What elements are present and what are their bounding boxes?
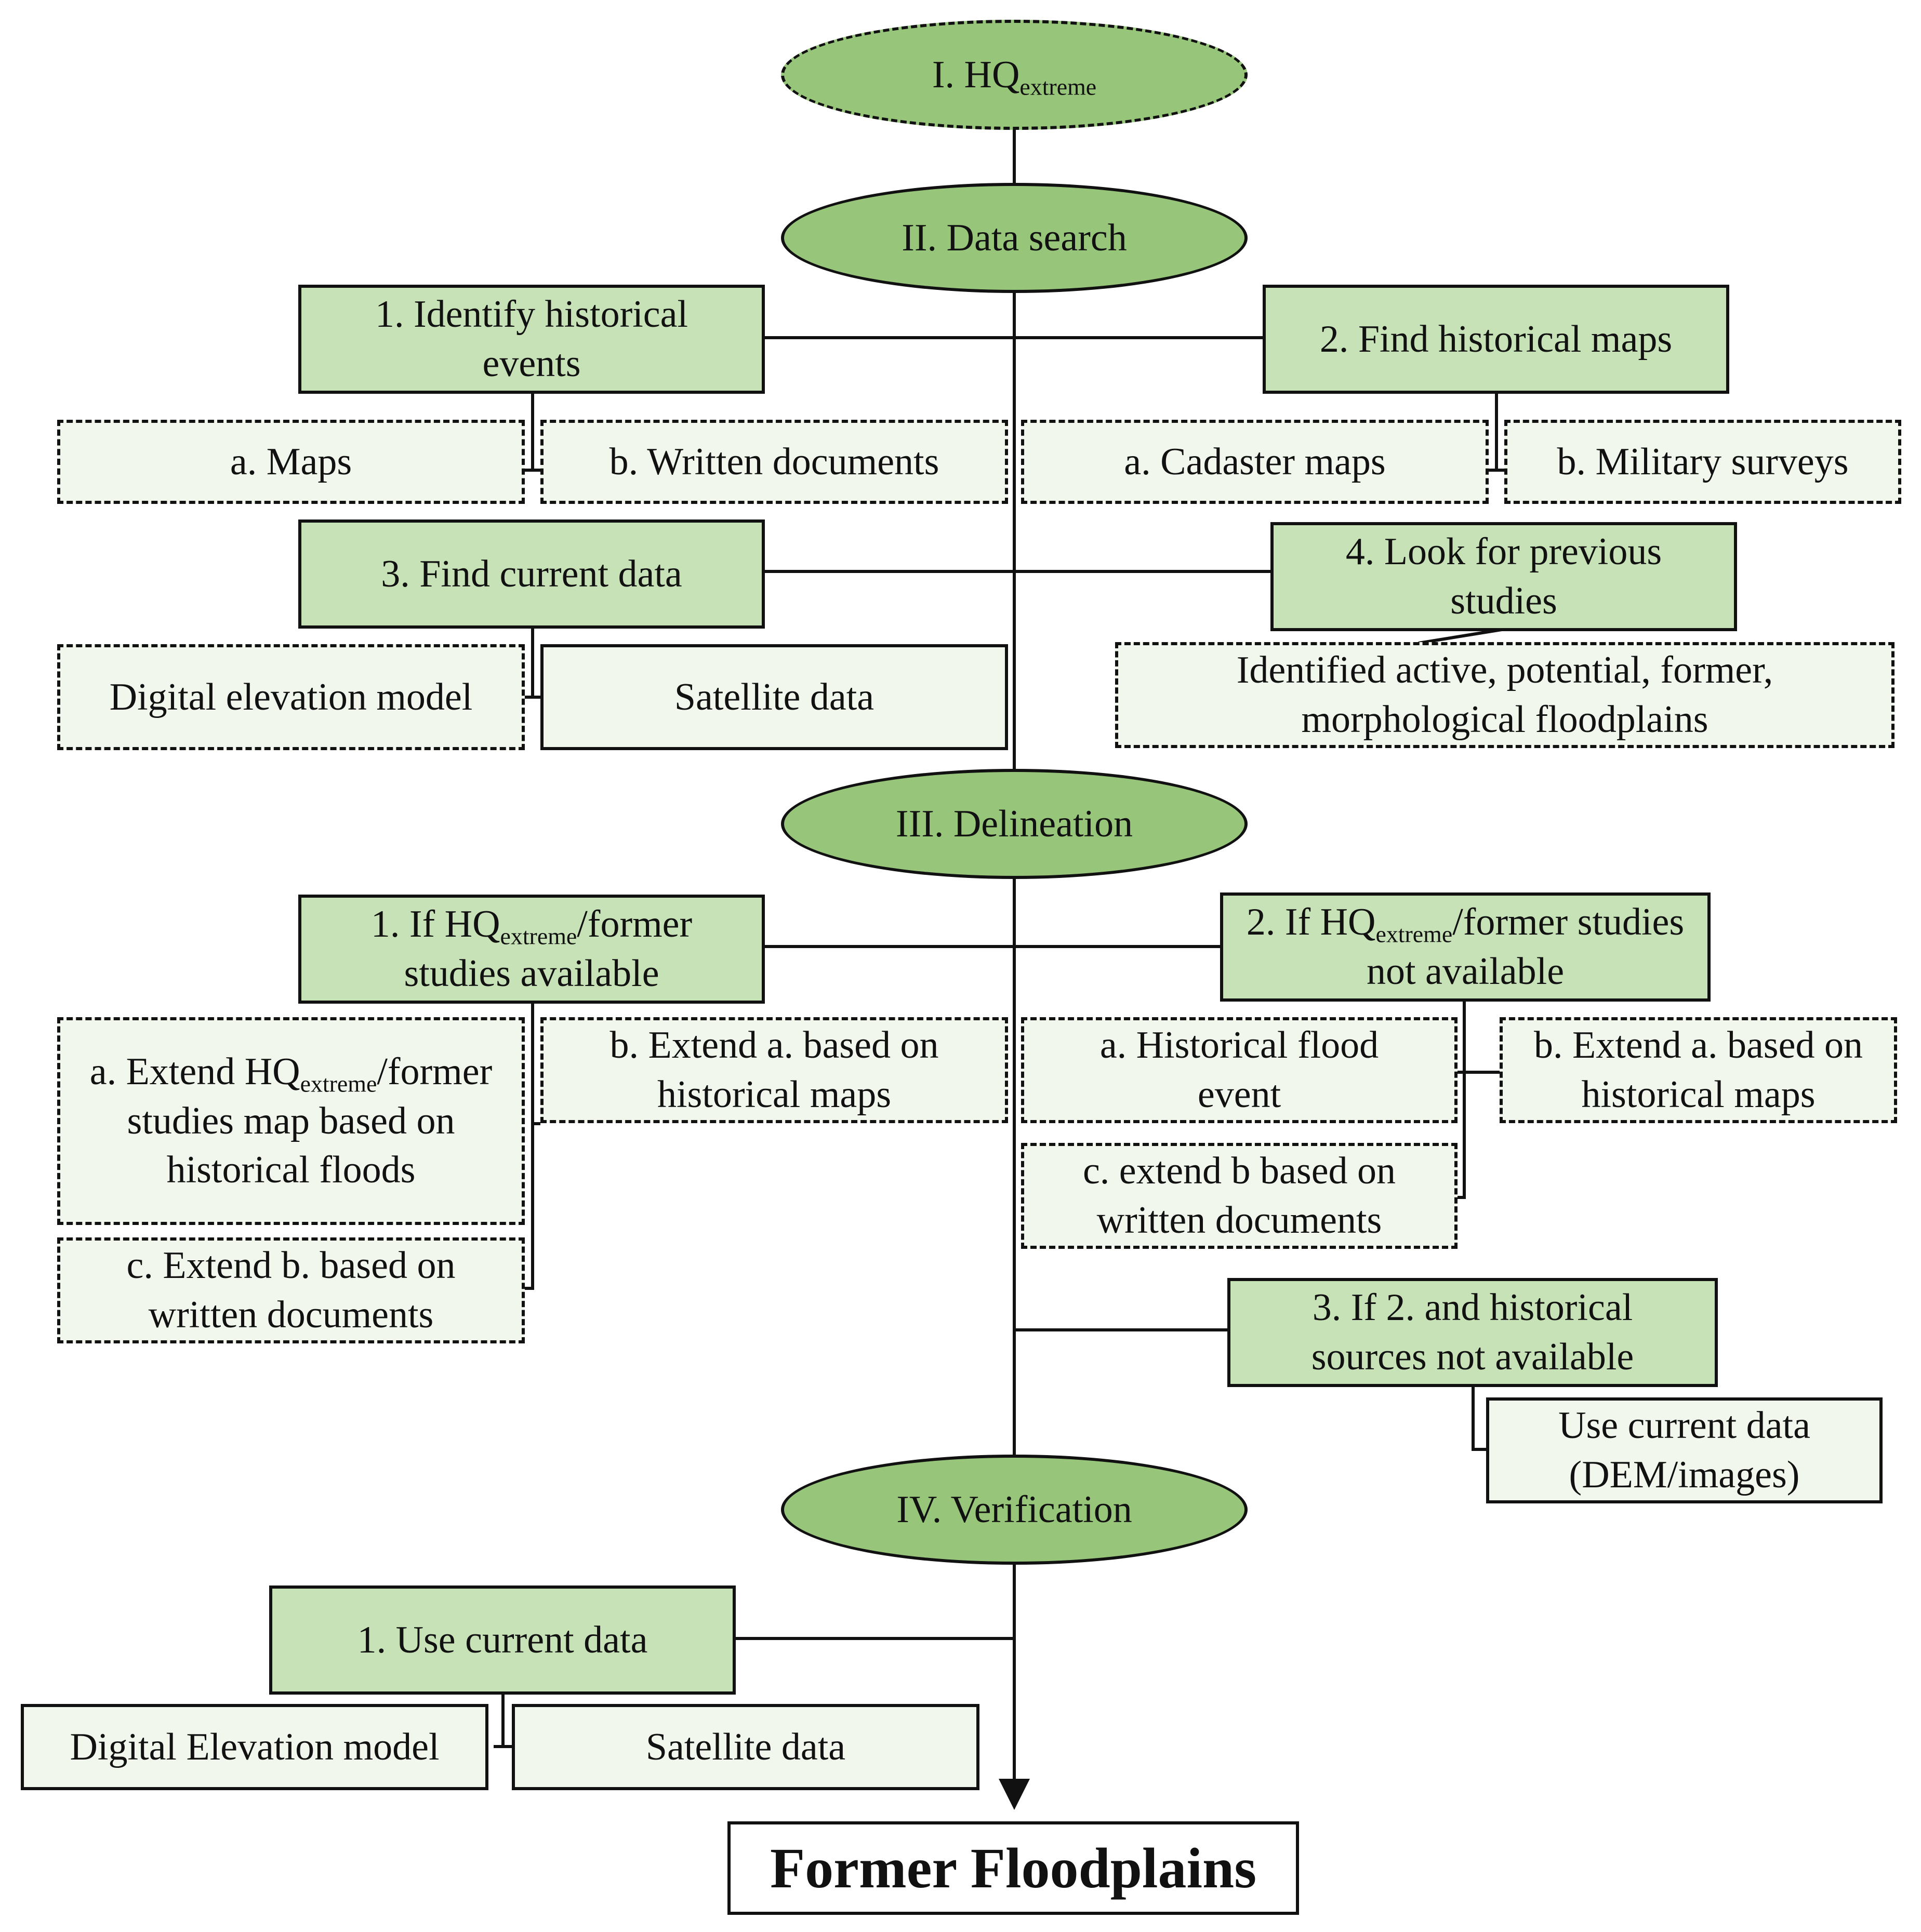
step-if-hq-available: 1. If HQextreme/former studies available (298, 895, 765, 1004)
result-former-floodplains: Former Floodplains (727, 1821, 1299, 1915)
detail-extend-b-written-documents: c. Extend b. based on written documents (57, 1237, 525, 1343)
connector-events-sub (525, 392, 540, 472)
step-use-current-data: 1. Use current data (269, 1585, 736, 1695)
detail-satellite-data: Satellite data (540, 644, 1008, 750)
step-if-hq-not-available: 2. If HQextreme/former studies not avail… (1220, 892, 1711, 1002)
detail-extend-a-historical-maps: b. Extend a. based on historical maps (540, 1017, 1008, 1123)
connector-current-sub (525, 627, 540, 699)
detail-extend-hq-map: a. Extend HQextreme/former studies map b… (57, 1017, 525, 1225)
step-if-hq-available-sub: extreme (500, 923, 577, 950)
step-if-hq-available-post: /former studies available (404, 903, 693, 995)
step-if-hq-not-available-sub: extreme (1375, 921, 1453, 948)
connector-verify-sub (494, 1694, 512, 1748)
stage-hq-extreme-prefix: I. HQ (932, 53, 1020, 96)
detail-extend-hq-map-sub: extreme (300, 1070, 377, 1097)
step-find-historical-maps: 2. Find historical maps (1263, 285, 1729, 394)
detail-digital-elevation-model: Digital elevation model (57, 644, 525, 750)
step-if-hq-not-available-pre: 2. If HQ (1246, 901, 1376, 944)
step-look-for-previous-studies: 4. Look for previous studies (1270, 522, 1737, 631)
step-find-current-data: 3. Find current data (298, 519, 765, 629)
stage-verification: IV. Verification (781, 1455, 1248, 1565)
detail-historical-flood-event: a. Historical flood event (1021, 1017, 1458, 1123)
detail-verify-digital-elevation-model: Digital Elevation model (21, 1704, 488, 1790)
stage-hq-extreme: I. HQextreme (781, 20, 1248, 130)
step-identify-historical-events: 1. Identify historical events (298, 285, 765, 394)
step-if-hq-not-available-post: /former studies not available (1366, 901, 1685, 993)
stage-delineation: III. Delineation (781, 769, 1248, 879)
detail-military-surveys: b. Military surveys (1504, 420, 1901, 504)
detail-written-documents: b. Written documents (540, 420, 1008, 504)
detail-extend-b-written-right: c. extend b based on written documents (1021, 1143, 1458, 1249)
connector-delin-3-sub (1472, 1384, 1486, 1451)
detail-use-current-dem-images: Use current data (DEM/images) (1486, 1397, 1883, 1503)
step-if-hq-available-pre: 1. If HQ (370, 903, 500, 946)
connector-previous-sub (1418, 628, 1502, 645)
detail-extend-hq-map-post: /former studies map based on historical … (127, 1050, 493, 1192)
detail-cadaster-maps: a. Cadaster maps (1021, 420, 1489, 504)
step-if-no-historical-sources: 3. If 2. and historical sources not avai… (1227, 1278, 1718, 1387)
detail-verify-satellite-data: Satellite data (512, 1704, 979, 1790)
connector-delin-2-sub (1455, 998, 1466, 1199)
detail-maps: a. Maps (57, 420, 525, 504)
connector-maps-sub (1489, 392, 1504, 472)
detail-identified-floodplains: Identified active, potential, former, mo… (1115, 642, 1894, 748)
detail-extend-hq-map-pre: a. Extend HQ (89, 1050, 300, 1093)
detail-extend-a-maps-right: b. Extend a. based on historical maps (1500, 1017, 1897, 1123)
connector-delin-1-sub (525, 1003, 534, 1290)
stage-data-search: II. Data search (781, 183, 1248, 293)
stage-hq-extreme-subscript: extreme (1019, 73, 1097, 100)
